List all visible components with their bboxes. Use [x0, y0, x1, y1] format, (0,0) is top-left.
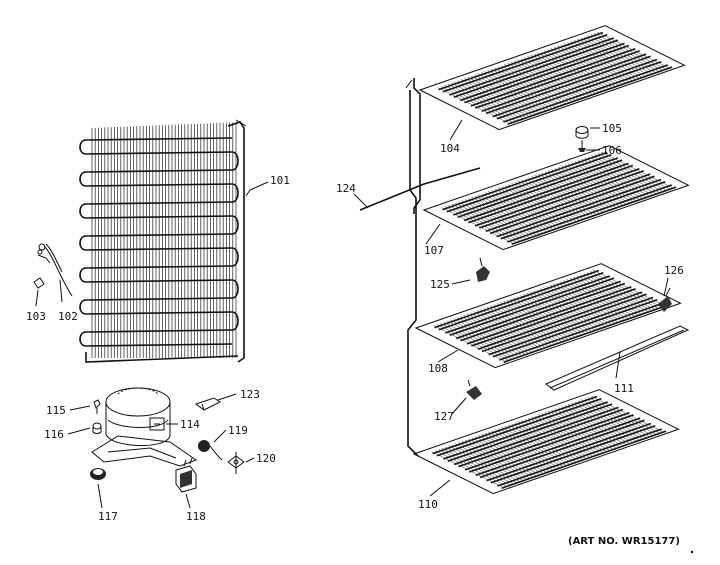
evaporator-shelf — [418, 25, 686, 131]
part-label-126: 126 — [664, 264, 684, 277]
part-label-115: 115 — [46, 404, 66, 417]
part-label-119: 119 — [228, 424, 248, 437]
part-label-116: 116 — [44, 428, 64, 441]
part-label-120: 120 — [256, 452, 276, 465]
part-labels: 101 102 103 104 105 106 107 108 110 111 … — [26, 122, 684, 523]
clip-part-120 — [227, 452, 245, 474]
part-label-117: 117 — [98, 510, 118, 523]
part-label-105: 105 — [602, 122, 622, 135]
leader-lines — [35, 119, 669, 509]
part-label-102: 102 — [58, 310, 78, 323]
evaporator-shelf — [422, 145, 690, 251]
part-label-124: 124 — [336, 182, 356, 195]
overload-part-119 — [198, 440, 223, 461]
art-number: (ART NO. WR15177) — [568, 536, 680, 547]
part-label-123: 123 — [240, 388, 260, 401]
corner-dot — [690, 550, 694, 554]
clip-part-126 — [658, 287, 672, 312]
mount-part-117 — [90, 468, 106, 480]
part-label-103: 103 — [26, 310, 46, 323]
condenser-coil — [79, 119, 247, 363]
part-label-107: 107 — [424, 244, 444, 257]
evaporator-assembly — [359, 25, 690, 495]
part-label-108: 108 — [428, 362, 448, 375]
part-label-111: 111 — [614, 382, 634, 395]
part-label-110: 110 — [418, 498, 438, 511]
part-label-101: 101 — [270, 174, 290, 187]
part-label-106: 106 — [602, 144, 622, 157]
clip-part-127 — [466, 379, 482, 400]
thermostat-wire-part — [37, 243, 73, 297]
part-label-114: 114 — [180, 418, 200, 431]
cap-part-105 — [575, 126, 589, 139]
evaporator-shelf — [414, 263, 682, 369]
relay-part-118 — [175, 457, 197, 493]
part-label-104: 104 — [440, 142, 460, 155]
part-label-125: 125 — [430, 278, 450, 291]
grommet-part-115 — [93, 399, 101, 414]
clip-part-125 — [476, 257, 490, 282]
clip-part-123 — [194, 397, 221, 411]
screw-part-106 — [578, 140, 586, 152]
part-label-118: 118 — [186, 510, 206, 523]
grommet-part-116 — [92, 422, 102, 434]
evaporator-shelf — [412, 389, 680, 495]
compressor-assembly — [91, 387, 198, 467]
part-label-127: 127 — [434, 410, 454, 423]
clip-part — [33, 277, 45, 289]
